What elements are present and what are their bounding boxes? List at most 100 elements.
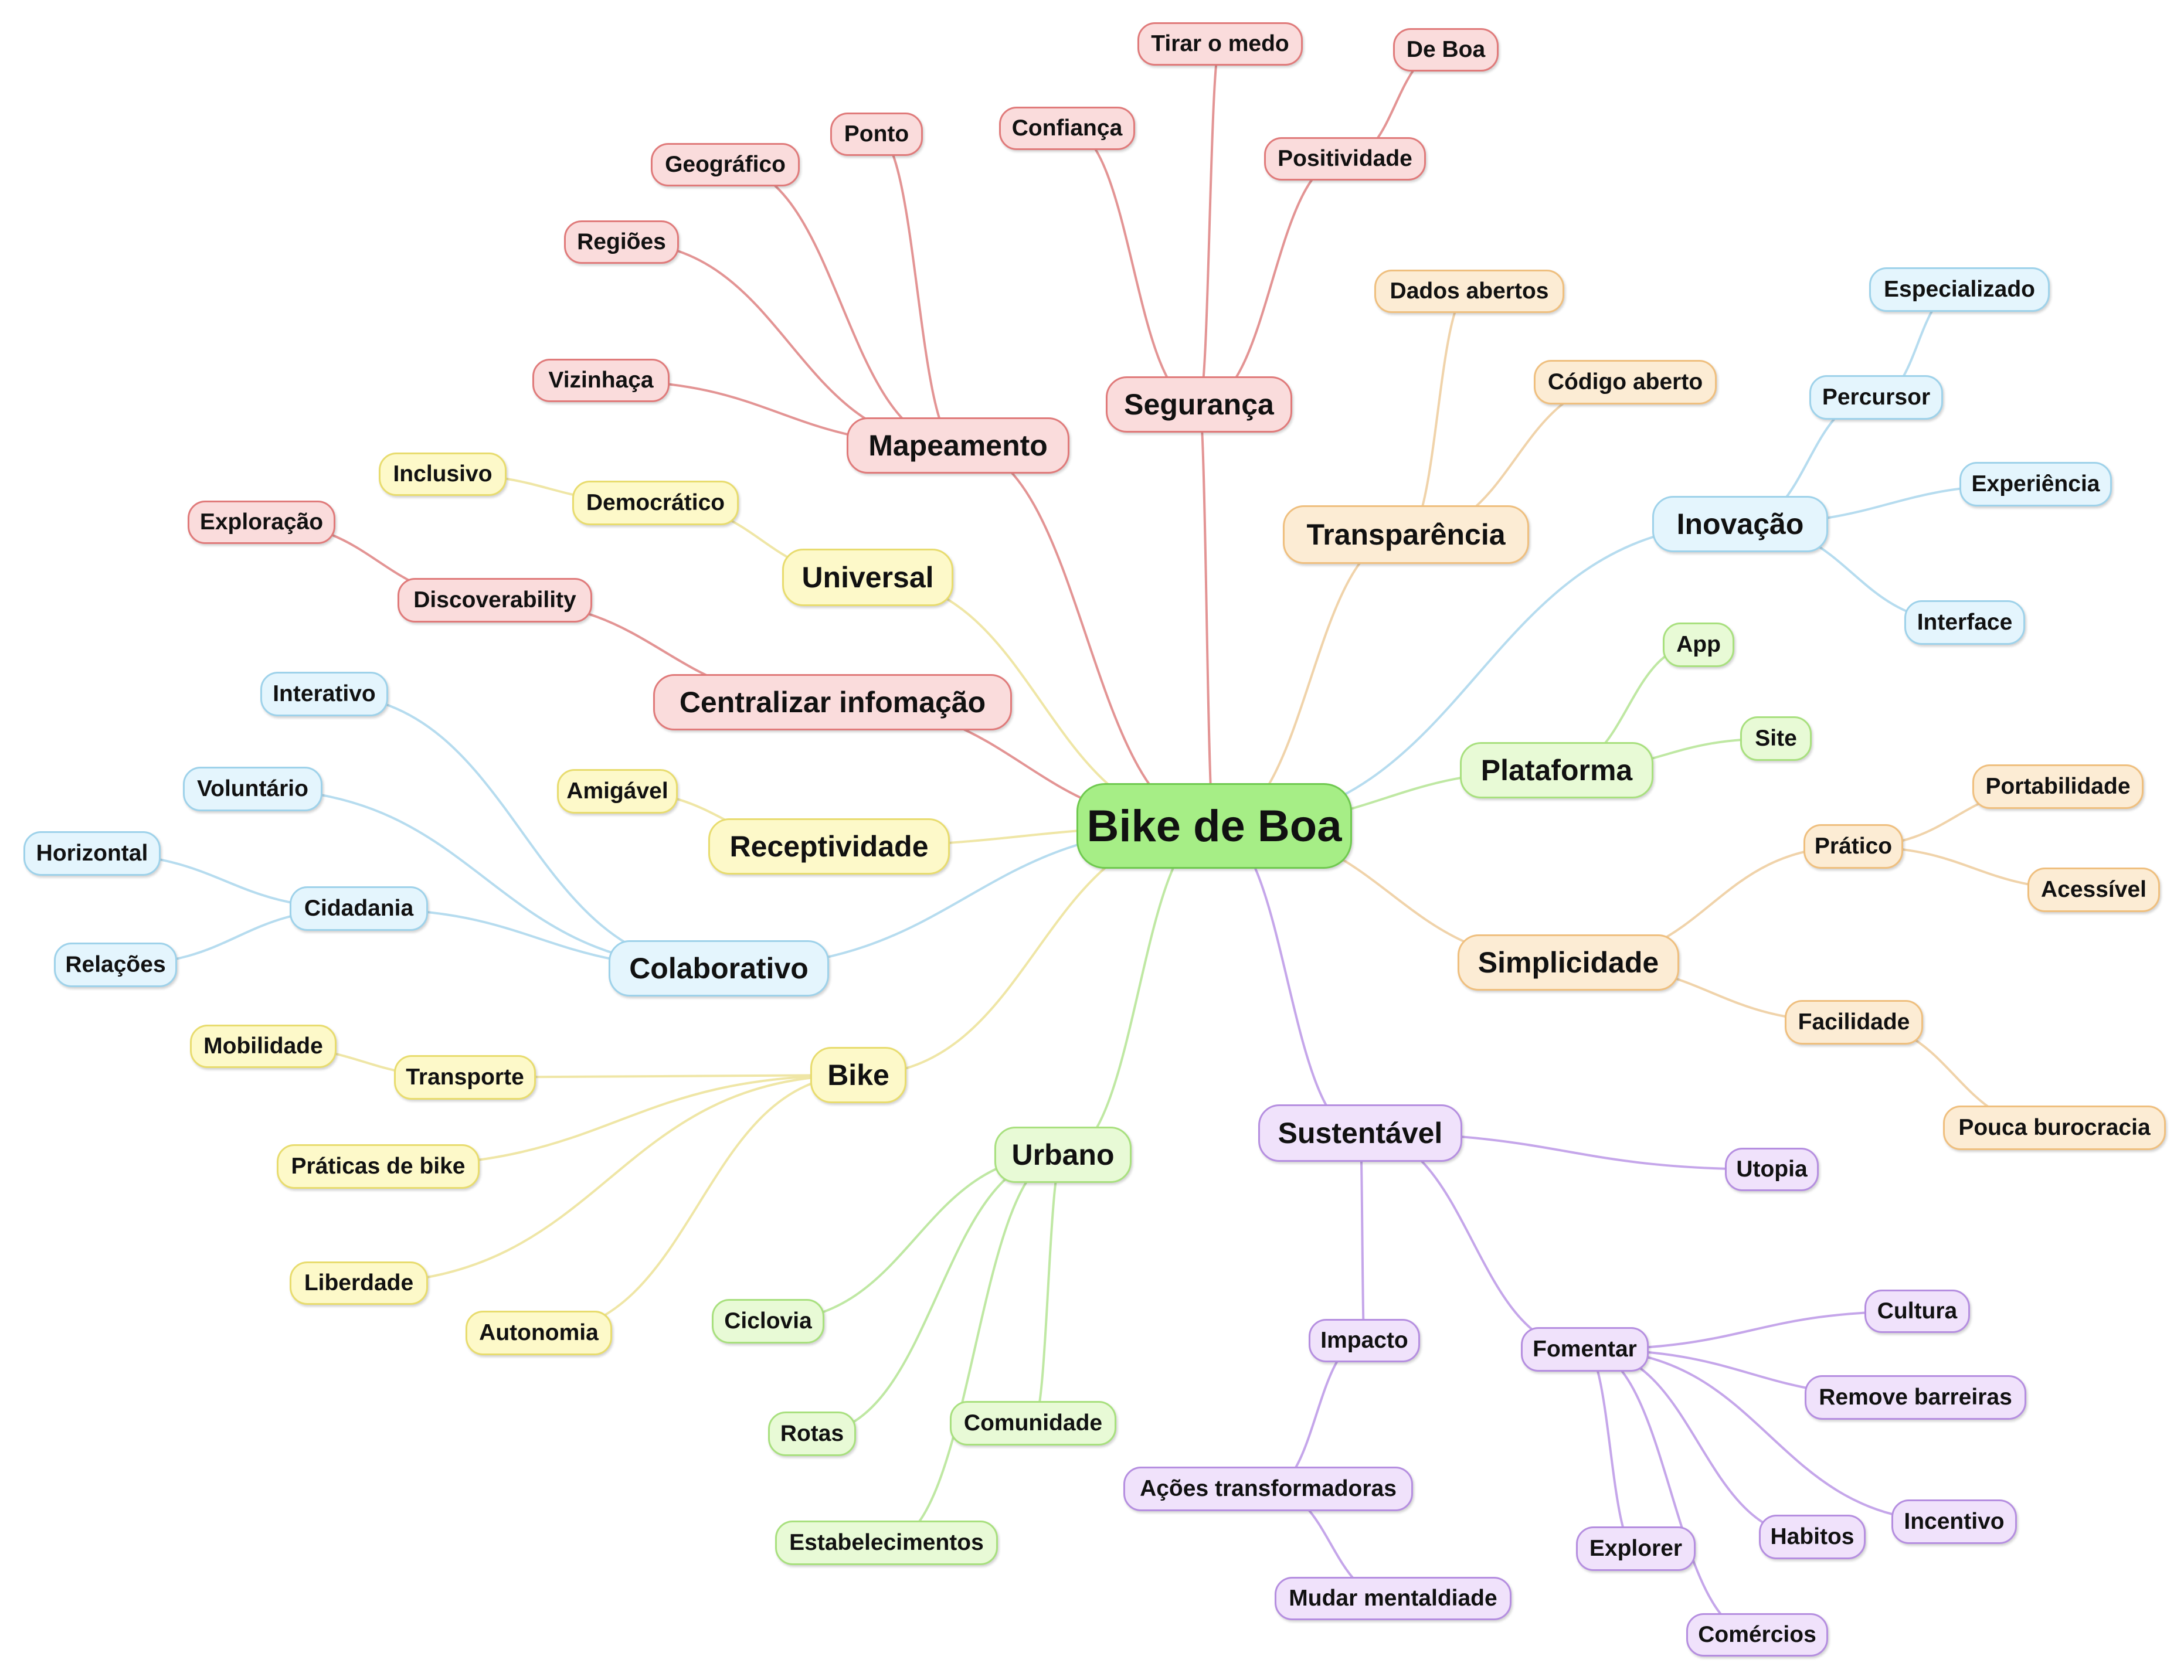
node-colaborativo[interactable]: Colaborativo — [609, 940, 829, 997]
node-sustentavel[interactable]: Sustentável — [1258, 1104, 1462, 1162]
node-interface[interactable]: Interface — [1904, 600, 2025, 645]
node-interativo[interactable]: Interativo — [260, 672, 388, 716]
node-centralizar[interactable]: Centralizar infomação — [653, 674, 1012, 730]
node-root[interactable]: Bike de Boa — [1076, 783, 1352, 869]
node-label: Interface — [1917, 610, 2013, 635]
node-label: Código aberto — [1547, 369, 1703, 395]
node-label: Portabilidade — [1985, 774, 2131, 799]
node-comercios[interactable]: Comércios — [1686, 1613, 1828, 1657]
node-plataforma[interactable]: Plataforma — [1460, 742, 1653, 798]
node-site[interactable]: Site — [1740, 716, 1812, 761]
node-transporte[interactable]: Transporte — [394, 1055, 536, 1100]
node-universal[interactable]: Universal — [782, 549, 953, 606]
node-amigavel[interactable]: Amigável — [557, 769, 678, 814]
node-simplicidade[interactable]: Simplicidade — [1458, 934, 1679, 991]
node-transparencia[interactable]: Transparência — [1283, 505, 1529, 564]
node-label: Mudar mentaldiade — [1289, 1586, 1497, 1611]
node-explorer[interactable]: Explorer — [1576, 1526, 1696, 1571]
node-label: Centralizar infomação — [679, 686, 986, 719]
node-codigo[interactable]: Código aberto — [1534, 360, 1717, 404]
edge-mapeamento-ponto — [876, 133, 959, 447]
node-label: Tirar o medo — [1151, 31, 1289, 56]
node-comunidade[interactable]: Comunidade — [950, 1401, 1116, 1446]
node-discoverability[interactable]: Discoverability — [398, 578, 592, 623]
node-percursor[interactable]: Percursor — [1809, 375, 1943, 420]
node-voluntario[interactable]: Voluntário — [183, 767, 322, 811]
node-mobilidade[interactable]: Mobilidade — [190, 1025, 337, 1068]
edge-mapeamento-geografico — [725, 164, 959, 447]
node-democratico[interactable]: Democrático — [572, 481, 739, 525]
node-pratico[interactable]: Prático — [1803, 824, 1903, 869]
node-label: Percursor — [1822, 385, 1931, 410]
node-acessivel[interactable]: Acessível — [2027, 868, 2160, 912]
node-portabilidade[interactable]: Portabilidade — [1972, 764, 2144, 809]
node-receptividade[interactable]: Receptividade — [708, 818, 950, 875]
node-praticas[interactable]: Práticas de bike — [277, 1144, 480, 1189]
edge-seguranca-confianca — [1066, 127, 1200, 406]
node-autonomia[interactable]: Autonomia — [466, 1311, 612, 1355]
node-label: Utopia — [1736, 1157, 1808, 1182]
node-label: Plataforma — [1480, 754, 1633, 787]
edge-fomentar-incentivo — [1584, 1348, 1955, 1523]
node-tirar[interactable]: Tirar o medo — [1137, 22, 1303, 66]
node-confianca[interactable]: Confiança — [999, 107, 1135, 150]
node-burocracia[interactable]: Pouca burocracia — [1943, 1106, 2166, 1150]
node-exploracao[interactable]: Exploração — [188, 501, 335, 544]
node-remove[interactable]: Remove barreiras — [1805, 1375, 2026, 1420]
edge-bike-transporte — [464, 1074, 859, 1079]
node-label: Horizontal — [36, 841, 148, 866]
node-cidadania[interactable]: Cidadania — [290, 886, 428, 931]
node-label: Amigável — [566, 778, 668, 804]
node-deboa[interactable]: De Boa — [1393, 28, 1499, 72]
node-fomentar[interactable]: Fomentar — [1521, 1327, 1649, 1372]
edge-bike-liberdade — [358, 1074, 859, 1284]
node-seguranca[interactable]: Segurança — [1106, 376, 1292, 433]
node-especializado[interactable]: Especializado — [1869, 267, 2050, 312]
node-label: Segurança — [1124, 388, 1274, 421]
node-urbano[interactable]: Urbano — [994, 1127, 1132, 1183]
node-facilidade[interactable]: Facilidade — [1785, 1000, 1923, 1045]
node-dados[interactable]: Dados abertos — [1374, 270, 1564, 313]
node-habitos[interactable]: Habitos — [1759, 1515, 1866, 1559]
node-rotas[interactable]: Rotas — [768, 1412, 856, 1456]
node-inclusivo[interactable]: Inclusivo — [379, 453, 507, 496]
node-label: Mapeamento — [868, 429, 1048, 462]
node-mudar[interactable]: Mudar mentaldiade — [1275, 1577, 1512, 1620]
node-regioes[interactable]: Regiões — [564, 220, 679, 264]
node-label: Inclusivo — [393, 461, 492, 487]
node-label: Rotas — [780, 1421, 844, 1446]
node-impacto[interactable]: Impacto — [1309, 1319, 1420, 1362]
node-bike[interactable]: Bike — [810, 1047, 906, 1103]
edge-sustentavel-impacto — [1359, 1132, 1366, 1342]
node-label: Ponto — [844, 121, 909, 147]
node-label: Remove barreiras — [1819, 1385, 2012, 1410]
node-cultura[interactable]: Cultura — [1864, 1290, 1970, 1333]
node-utopia[interactable]: Utopia — [1725, 1148, 1819, 1191]
node-acoes[interactable]: Ações transformadoras — [1123, 1467, 1413, 1511]
node-label: Exploração — [199, 509, 324, 535]
node-geografico[interactable]: Geográfico — [651, 143, 800, 186]
node-inovacao[interactable]: Inovação — [1652, 496, 1828, 552]
node-estabelecimentos[interactable]: Estabelecimentos — [775, 1521, 998, 1565]
node-label: Sustentável — [1278, 1117, 1443, 1150]
node-experiencia[interactable]: Experiência — [1959, 462, 2112, 506]
edge-seguranca-tirar — [1198, 43, 1221, 406]
node-liberdade[interactable]: Liberdade — [290, 1261, 428, 1305]
node-app[interactable]: App — [1663, 623, 1734, 667]
node-vizinhaca[interactable]: Vizinhaça — [532, 359, 670, 402]
node-label: Confiança — [1011, 115, 1123, 141]
node-label: Discoverability — [413, 587, 576, 613]
node-relacoes[interactable]: Relações — [54, 943, 177, 987]
node-ciclovia[interactable]: Ciclovia — [712, 1299, 824, 1344]
node-label: Acessível — [2041, 877, 2146, 902]
node-incentivo[interactable]: Incentivo — [1891, 1499, 2017, 1544]
edge-root-urbano — [1062, 825, 1215, 1156]
node-mapeamento[interactable]: Mapeamento — [847, 417, 1069, 474]
node-label: Cidadania — [304, 896, 414, 921]
node-ponto[interactable]: Ponto — [830, 113, 923, 156]
node-label: Transporte — [406, 1065, 524, 1090]
node-horizontal[interactable]: Horizontal — [23, 831, 161, 876]
node-label: Bike — [827, 1059, 889, 1091]
node-positividade[interactable]: Positividade — [1264, 137, 1426, 181]
